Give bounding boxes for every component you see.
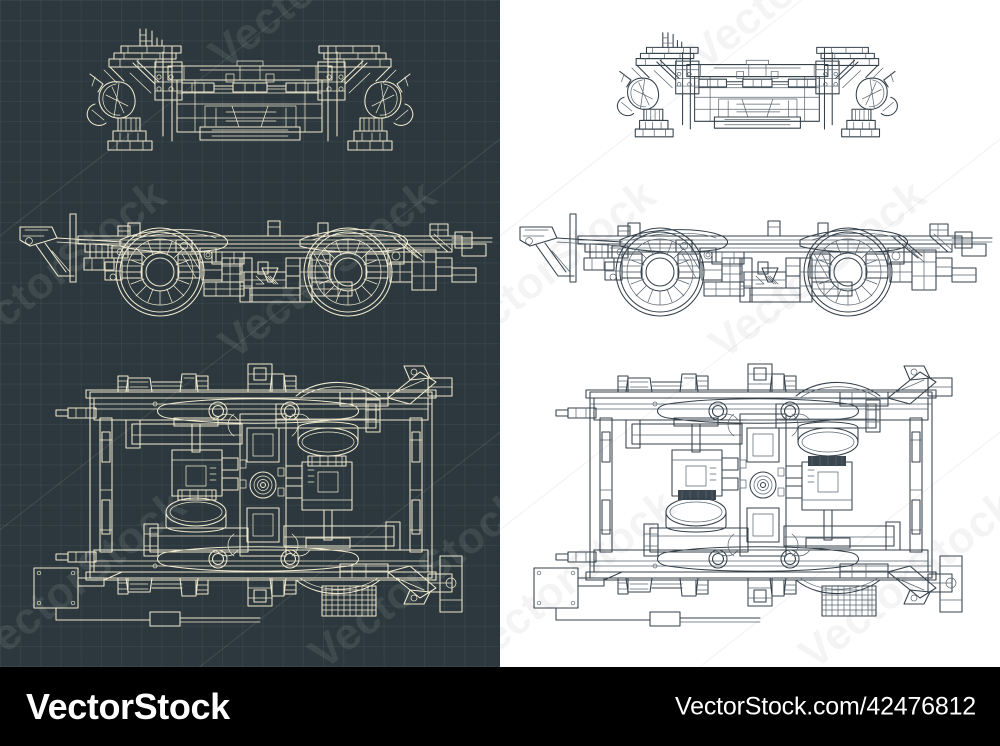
side-view-blueprint [20, 214, 492, 316]
side-view-lineart [520, 214, 992, 316]
line-art-drawings [500, 0, 1000, 667]
plan-view-lineart [534, 364, 962, 626]
vectorstock-logo: VectorStock [26, 685, 230, 727]
footer-bar: VectorStock VectorStock.com/42476812 [0, 667, 1000, 746]
vectorstock-url: VectorStock.com/42476812 [675, 692, 976, 720]
plan-view-blueprint [34, 364, 462, 626]
line-art-panel: VectorStock VectorStock VectorStock Vect… [500, 0, 1000, 667]
blueprint-drawings [0, 0, 500, 667]
end-view-lineart [617, 33, 897, 137]
end-view-blueprint [87, 29, 413, 150]
blueprint-panel: VectorStock VectorStock VectorStock Vect… [0, 0, 500, 667]
